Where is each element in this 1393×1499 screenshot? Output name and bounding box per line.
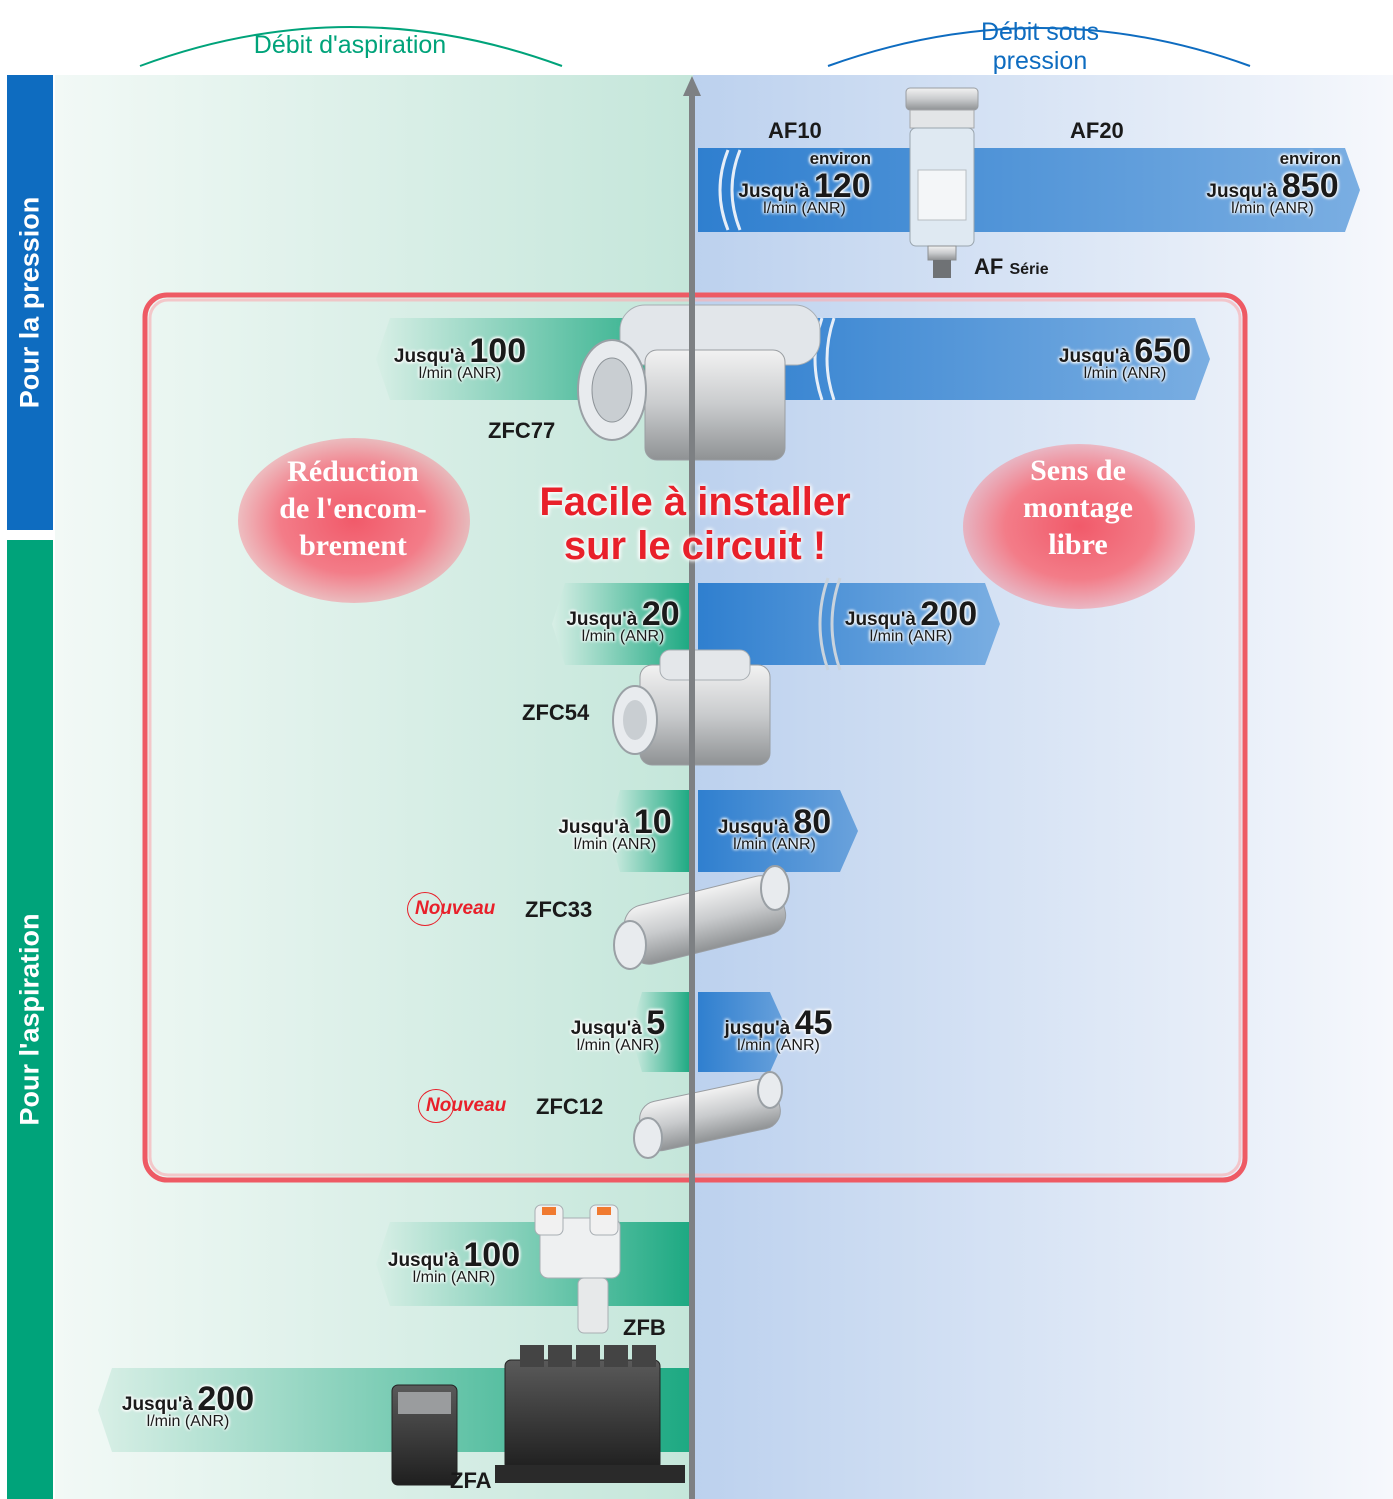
zfc77-label: ZFC77 (488, 418, 556, 443)
zfc12-new-badge: Nouveau (418, 1089, 506, 1123)
pressure-flow-header: Débit sous pression (890, 18, 1190, 76)
zfc77-suction-value: Jusqu'à 100 l/min (ANR) (393, 332, 527, 382)
free-mounting-text: Sens de montage libre (1023, 454, 1133, 561)
zfc12-pressure-value: jusqu'à 45 l/min (ANR) (724, 1004, 833, 1054)
zfc54-pressure-bar (698, 583, 1000, 665)
zfc54-pressure-value: Jusqu'à 200 l/min (ANR) (844, 595, 978, 645)
suction-sidebar: Pour l'aspiration (7, 540, 53, 1499)
pressure-sidebar-label: Pour la pression (14, 196, 45, 409)
af-break-mark (718, 149, 742, 231)
pressure-flow-header-line2: pression (992, 47, 1088, 75)
zfb-label: ZFB (623, 1315, 666, 1340)
zfc33-image (613, 865, 790, 970)
zfc33-suction-bar (608, 790, 690, 872)
zfa-image (391, 1345, 685, 1486)
suction-arc (139, 26, 563, 67)
pressure-sidebar: Pour la pression (7, 75, 53, 530)
zfc54-suction-value: Jusqu'à 20 l/min (ANR) (566, 595, 680, 645)
headline: Facile à installer sur le circuit ! (495, 480, 895, 568)
zfc12-label: ZFC12 (536, 1094, 604, 1119)
space-saving-text: Réduction de l'encom- brement (279, 455, 427, 562)
af20-label: AF20 (1070, 118, 1124, 143)
free-mounting-highlight (963, 444, 1195, 609)
zfc33-pressure-bar (698, 790, 858, 872)
zfc33-pressure-value: Jusqu'à 80 l/min (ANR) (717, 803, 832, 853)
zfc33-new-badge: Nouveau (407, 892, 495, 926)
zfa-suction-value: Jusqu'à 200 l/min (ANR) (121, 1380, 255, 1430)
suction-sidebar-label: Pour l'aspiration (14, 913, 45, 1126)
zfc12-image (633, 1071, 783, 1159)
af-series-label: AF Série (974, 254, 1049, 279)
af-filter-image (905, 87, 979, 278)
zfc54-suction-bar (552, 583, 690, 665)
zfc12-suction-value: Jusqu'à 5 l/min (ANR) (570, 1004, 666, 1054)
headline-line2: sur le circuit ! (563, 524, 827, 568)
zfc77-pressure-value: Jusqu'à 650 l/min (ANR) (1058, 332, 1192, 382)
zfc33-suction-value: Jusqu'à 10 l/min (ANR) (558, 803, 672, 853)
axis-arrow-icon (683, 76, 701, 96)
new-badge-ring-icon (407, 892, 443, 926)
af-flow-bar (698, 148, 1360, 232)
zfa-label: ZFA (450, 1468, 492, 1493)
zfc12-suction-bar (630, 992, 690, 1072)
pressure-panel (693, 75, 1393, 1499)
af10-label: AF10 (768, 118, 822, 143)
suction-flow-header: Débit d'aspiration (253, 31, 447, 59)
zfb-image (534, 1204, 621, 1334)
new-badge-ring-icon (418, 1089, 454, 1123)
pressure-flow-header-line1: Débit sous (980, 18, 1100, 46)
zfc54-image (612, 649, 771, 766)
pressure-arc (827, 27, 1251, 67)
zfc77-pressure-bar (698, 318, 1210, 400)
space-saving-highlight (238, 438, 470, 603)
central-axis (689, 90, 695, 1499)
zfc33-label: ZFC33 (525, 897, 593, 922)
zfc54-label: ZFC54 (522, 700, 590, 725)
zfc12-pressure-bar (698, 992, 788, 1072)
af10-flow-value: environ Jusqu'à 120 l/min (ANR) (738, 149, 871, 217)
zfb-suction-value: Jusqu'à 100 l/min (ANR) (387, 1236, 521, 1286)
af20-flow-value: environ Jusqu'à 850 l/min (ANR) (1206, 149, 1341, 217)
zfc77-image (577, 304, 821, 461)
headline-line1: Facile à installer (539, 480, 851, 524)
